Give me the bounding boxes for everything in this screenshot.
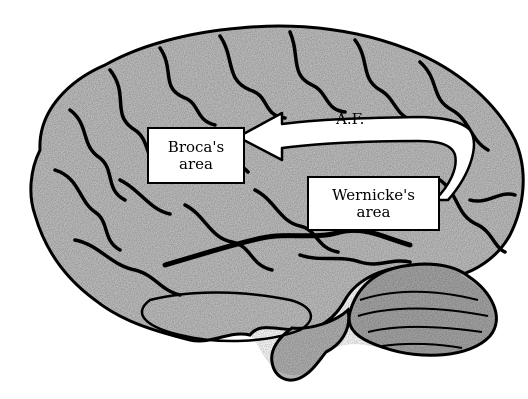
wernicke-area-label: Wernicke's area [307,176,440,231]
broca-area-label: Broca's area [147,127,245,184]
arcuate-fasciculus-label: A.F. [336,110,364,128]
